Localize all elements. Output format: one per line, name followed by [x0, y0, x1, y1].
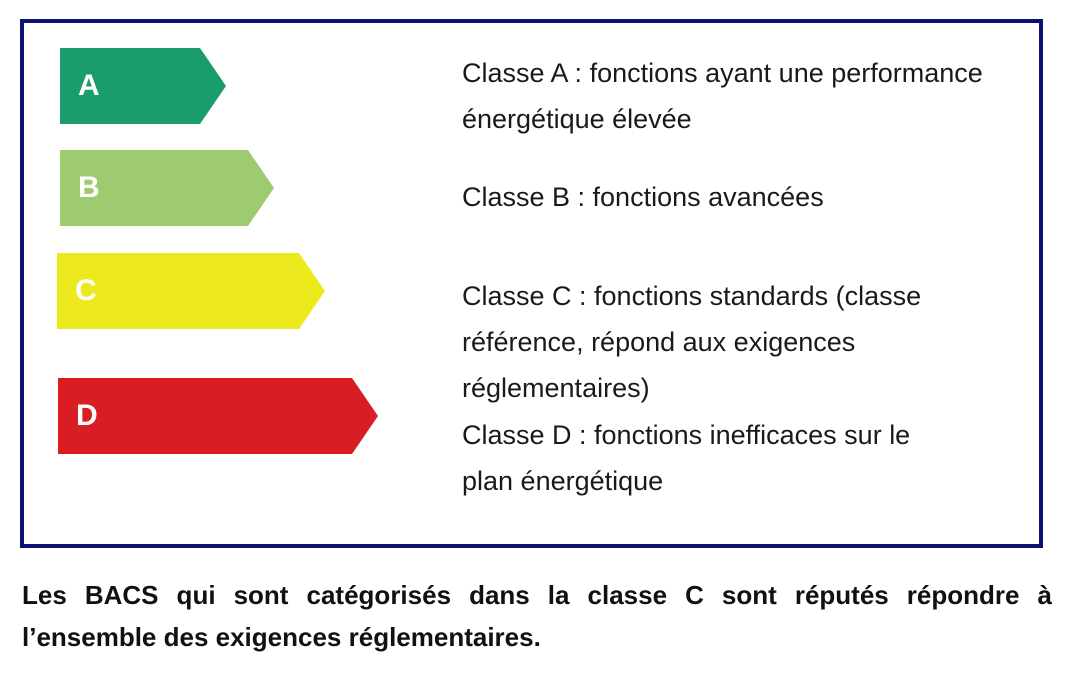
- class-d-arrow: D: [58, 378, 378, 454]
- class-b-arrow: B: [60, 150, 274, 226]
- class-d-description: Classe D : fonctions inefficaces sur le …: [462, 420, 911, 496]
- class-a-description: Classe A : fonctions ayant une performan…: [462, 58, 983, 134]
- class-c-letter: C: [75, 274, 97, 307]
- class-b-description: Classe B : fonctions avancées: [462, 182, 824, 212]
- class-b-letter: B: [78, 171, 100, 204]
- class-a-letter: A: [78, 69, 100, 102]
- class-a-arrow: A: [60, 48, 226, 124]
- class-c-description: Classe C : fonctions standards (classe r…: [462, 281, 922, 403]
- classes-frame: [20, 19, 1043, 548]
- class-d-letter: D: [76, 399, 98, 432]
- caption-text: Les BACS qui sont catégorisés dans la cl…: [22, 580, 1052, 652]
- class-c-arrow: C: [57, 253, 325, 329]
